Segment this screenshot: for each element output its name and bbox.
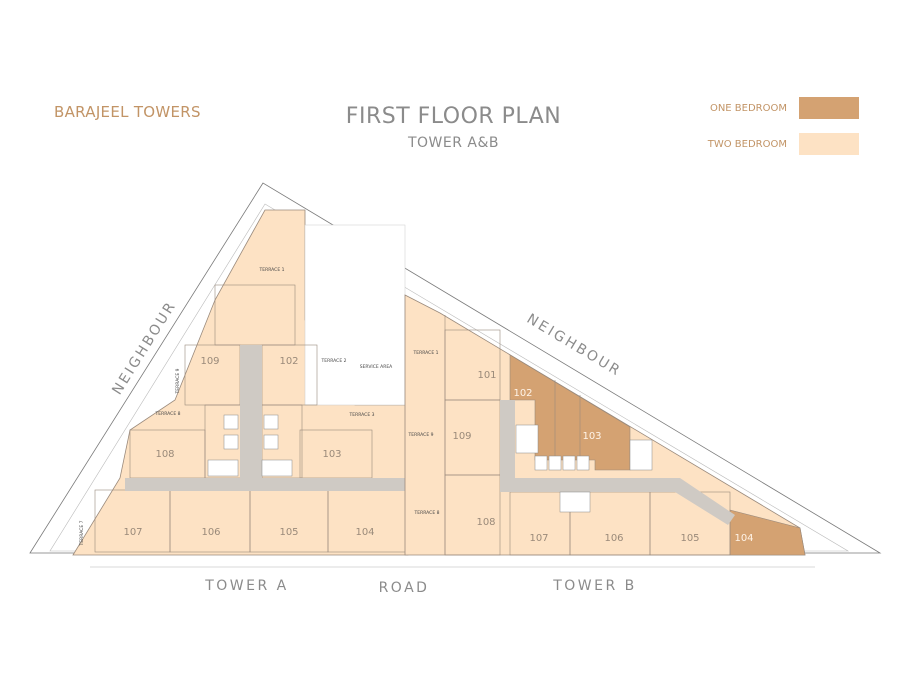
- page-subtitle: TOWER A&B: [407, 135, 500, 151]
- terrace-label: TERRACE 1: [259, 267, 285, 273]
- terrace-label: TERRACE 3: [349, 412, 375, 418]
- legend-label: ONE BEDROOM: [709, 102, 787, 114]
- legend-swatch: [799, 97, 859, 119]
- unit-a-102: 102: [279, 356, 298, 367]
- terrace-label: TERRACE 8: [414, 510, 440, 516]
- terrace-label: TERRACE 1: [413, 350, 439, 356]
- unit-a-103: 103: [322, 449, 341, 460]
- unit-b-107: 107: [529, 533, 548, 544]
- tower-a-label: TOWER A: [204, 578, 289, 594]
- neighbour-label-left: NEIGHBOUR: [109, 298, 180, 398]
- tower-b-label: TOWER B: [552, 578, 637, 594]
- unit-b-106: 106: [604, 533, 623, 544]
- unit-b-101: 101: [477, 370, 496, 381]
- legend-swatch: [799, 133, 859, 155]
- road-label: ROAD: [379, 580, 430, 596]
- terrace-label: TERRACE 9: [408, 432, 434, 438]
- terrace-label: TERRACE 9: [175, 368, 181, 394]
- unit-b-105: 105: [680, 533, 699, 544]
- unit-b-102: 102: [513, 388, 532, 399]
- unit-a-109: 109: [200, 356, 219, 367]
- brand-name: BARAJEEL TOWERS: [54, 103, 201, 121]
- unit-a-106: 106: [201, 527, 220, 538]
- legend-one-bedroom: ONE BEDROOM: [710, 97, 859, 119]
- unit-b-103: 103: [582, 431, 601, 442]
- page-title: FIRST FLOOR PLAN: [345, 104, 562, 129]
- unit-a-108: 108: [155, 449, 174, 460]
- unit-b-108: 108: [476, 517, 495, 528]
- tower-a: [72, 209, 409, 556]
- unit-b-109: 109: [452, 431, 471, 442]
- terrace-label: TERRACE 7: [79, 520, 85, 546]
- tower-b: [404, 294, 806, 556]
- legend-label: TWO BEDROOM: [707, 138, 787, 150]
- unit-a-107: 107: [123, 527, 142, 538]
- terrace-label: TERRACE 2: [321, 358, 347, 364]
- legend-two-bedroom: TWO BEDROOM: [708, 133, 859, 155]
- unit-a-104: 104: [355, 527, 374, 538]
- service-area-label: SERVICE AREA: [360, 364, 393, 370]
- unit-a-105: 105: [279, 527, 298, 538]
- unit-b-104: 104: [734, 533, 753, 544]
- terrace-label: TERRACE 8: [155, 411, 181, 417]
